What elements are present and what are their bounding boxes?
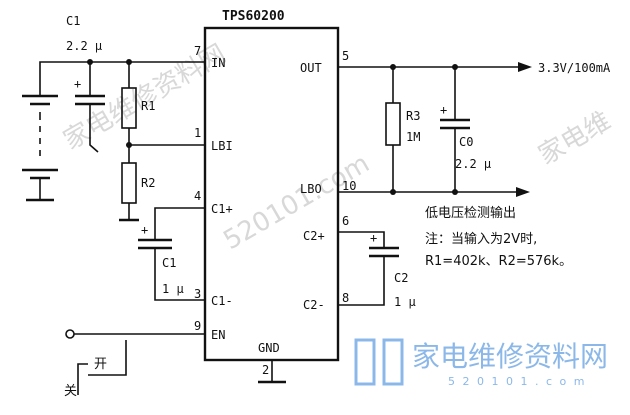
c1-fly-name: C1 (162, 256, 176, 270)
wire-in-rail (39, 61, 205, 96)
wire-c2p (338, 231, 385, 248)
pin-num-gnd: 2 (262, 363, 269, 377)
wire-c1-in-bottom (89, 104, 99, 153)
note-line-2: R1=402k、R2=576k。 (425, 254, 572, 269)
pin-label-c1m: C1- (211, 294, 233, 308)
switch-on-label: 开 (94, 357, 107, 372)
note-line-1: 注：当输入为2V时, (425, 231, 537, 247)
node-lbo-c0 (452, 189, 458, 195)
c1-fly-plus: + (141, 223, 148, 237)
c2-value: 1 μ (394, 295, 416, 309)
lbo-description: 低电压检测输出 (425, 205, 516, 221)
wire-c1m (154, 248, 205, 301)
pin-label-c2m: C2- (303, 298, 325, 312)
pin-label-in: IN (211, 56, 225, 70)
out-arrow (518, 62, 532, 72)
wire-c2m (338, 256, 385, 306)
r1-name: R1 (141, 99, 155, 113)
c1-in-plus: + (74, 77, 81, 91)
brand-watermark: 家电维修资料网 5 2 0 1 0 1 . c o m (354, 338, 608, 388)
r3-body (385, 102, 401, 146)
pin-num-c2p: 6 (342, 214, 349, 228)
node-lbo-r3 (390, 189, 396, 195)
c0-name: C0 (459, 135, 473, 149)
pin-label-out: OUT (300, 61, 322, 75)
r3-name: R3 (406, 109, 420, 123)
pin-num-lbo: 10 (342, 179, 356, 193)
r3-value: 1M (406, 130, 420, 144)
pin-num-lbi: 1 (194, 126, 201, 140)
pin-num-c1m: 3 (194, 287, 201, 301)
brand-logo-left (354, 338, 376, 386)
pin-label-c1p: C1+ (211, 202, 233, 216)
r2-name: R2 (141, 176, 155, 190)
battery-symbol (22, 94, 58, 202)
brand-url: 5 2 0 1 0 1 . c o m (448, 375, 586, 388)
pin-label-en: EN (211, 328, 225, 342)
pin-label-lbo: LBO (300, 182, 322, 196)
r2-body (121, 162, 137, 204)
pin-label-c2p: C2+ (303, 229, 325, 243)
c1-fly-value: 1 μ (162, 282, 184, 296)
c0-plus: + (440, 103, 447, 117)
pin-num-in: 7 (194, 44, 201, 58)
pin-label-lbi: LBI (211, 139, 233, 153)
brand-logo-right (382, 338, 404, 386)
brand-name: 家电维修资料网 (412, 340, 608, 373)
en-terminal (65, 329, 75, 339)
chip-name: TPS60200 (222, 9, 285, 24)
pin-num-out: 5 (342, 49, 349, 63)
c0-value: 2.2 μ (455, 157, 491, 171)
pin-num-en: 9 (194, 319, 201, 333)
watermark-right: 家电维 (534, 106, 617, 171)
pin-num-c2m: 8 (342, 291, 349, 305)
c2-name: C2 (394, 271, 408, 285)
lbo-arrow (516, 187, 530, 197)
c1-in-name: C1 (66, 14, 80, 28)
switch-on-contact (88, 340, 127, 376)
pin-label-gnd: GND (258, 341, 280, 355)
watermark-center: 520101.com (219, 149, 375, 257)
output-label: 3.3V/100mA (538, 61, 611, 75)
c2-plus: + (370, 231, 377, 245)
pin-num-c1p: 4 (194, 189, 201, 203)
wire-c1p (154, 207, 205, 240)
switch-off-label: 关 (64, 384, 77, 399)
switch-off-contact (77, 363, 88, 395)
c1-in-value: 2.2 μ (66, 39, 102, 53)
